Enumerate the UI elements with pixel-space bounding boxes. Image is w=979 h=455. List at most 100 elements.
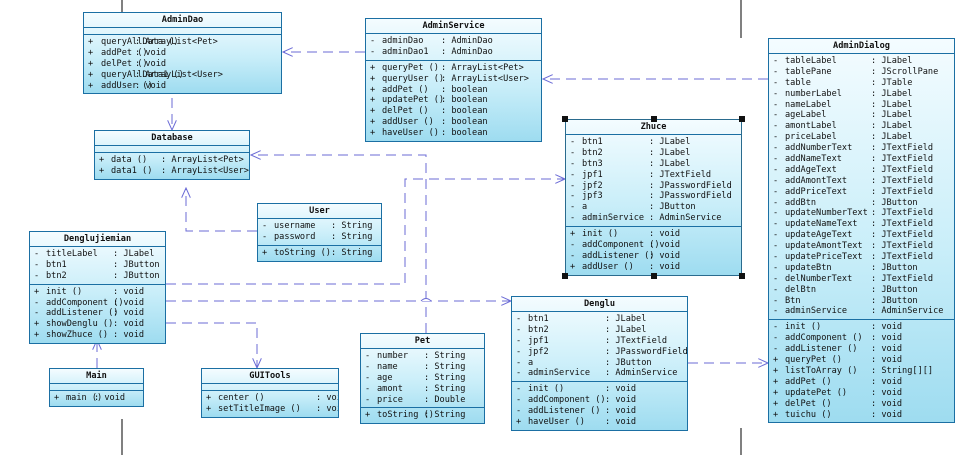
member-type: : void xyxy=(649,250,681,261)
member-type: : void xyxy=(649,240,681,251)
member-type: : void xyxy=(316,393,338,403)
visibility-marker: - xyxy=(773,333,779,344)
class-box-admindao[interactable]: AdminDao+queryAllData (): ArrayList<Pet>… xyxy=(83,12,282,95)
member-name: btn2 xyxy=(46,270,67,281)
member-type: : AdminDao xyxy=(441,46,493,57)
class-attribute-row: -jpf1: JTextField xyxy=(566,170,741,181)
class-box-adminservice[interactable]: AdminService-adminDao: AdminDao-adminDao… xyxy=(365,18,542,143)
member-name: btn3 xyxy=(582,158,603,169)
class-attribute-row: -delBtn: JButton xyxy=(769,285,954,296)
member-name: addListener () xyxy=(785,344,858,355)
class-attribute-row: -jpf2: JPasswordField xyxy=(512,347,687,358)
visibility-marker: + xyxy=(516,417,522,428)
class-attrs-section xyxy=(50,384,143,391)
class-operation-row: -addComponent (): void xyxy=(566,240,741,251)
selection-handle[interactable] xyxy=(562,273,568,279)
class-box-guitools[interactable]: GUITools+center (): void+setTitleImage (… xyxy=(201,368,339,418)
visibility-marker: - xyxy=(370,46,376,57)
visibility-marker: - xyxy=(773,306,779,317)
member-name: Btn xyxy=(785,295,801,306)
selection-handle[interactable] xyxy=(739,116,745,122)
member-type: : JTextField xyxy=(871,143,934,154)
class-box-denglu[interactable]: Denglu-btn1: JLabel-btn2: JLabel-jpf1: J… xyxy=(511,296,688,431)
class-box-admindialog[interactable]: AdminDialog-tableLabel: JLabel-tablePane… xyxy=(768,38,955,424)
member-name: table xyxy=(785,77,811,88)
class-attribute-row: -delNumberText: JTextField xyxy=(769,274,954,285)
member-type: : String xyxy=(331,221,373,231)
class-box-denglujiemian[interactable]: Denglujiemian -titleLabel: JLabel-btn1: J… xyxy=(29,231,166,345)
member-name: data () xyxy=(111,155,148,165)
class-attribute-row: -tableLabel: JLabel xyxy=(769,56,954,67)
member-type: : JTextField xyxy=(871,252,934,263)
class-box-zhuce[interactable]: Zhuce-btn1: JLabel-btn2: JLabel-btn3: JL… xyxy=(565,119,742,276)
visibility-marker: - xyxy=(516,314,522,324)
class-attribute-row: -numberLabel: JLabel xyxy=(769,89,954,100)
member-name: btn1 xyxy=(528,314,549,324)
visibility-marker: + xyxy=(370,117,376,128)
member-name: updateAgeText xyxy=(785,230,853,241)
visibility-marker: - xyxy=(570,180,576,191)
class-name: Denglujiemian xyxy=(30,232,165,247)
member-name: username xyxy=(274,221,316,231)
member-name: jpf3 xyxy=(582,191,603,202)
visibility-marker: - xyxy=(262,221,268,231)
class-box-user[interactable]: User-username: String-password: String+t… xyxy=(257,203,382,262)
member-type: : JLabel xyxy=(871,110,913,121)
class-attribute-row: -btn1: JButton xyxy=(30,260,165,271)
class-attribute-row: -amont: String xyxy=(361,384,484,395)
visibility-marker: - xyxy=(365,394,371,405)
class-operation-row: +addPet (): boolean xyxy=(366,85,541,96)
class-operation-row: +addUser (): boolean xyxy=(366,117,541,128)
class-name: Zhuce xyxy=(566,120,741,135)
selection-handle[interactable] xyxy=(650,273,657,279)
member-name: btn1 xyxy=(582,137,603,147)
class-attribute-row: -adminService: AdminService xyxy=(769,306,954,317)
class-operation-row: +addUser (): void xyxy=(84,81,281,92)
class-operation-row: +toString (): String xyxy=(361,410,484,421)
class-attribute-row: -updateAgeText: JTextField xyxy=(769,230,954,241)
visibility-marker: - xyxy=(773,219,779,230)
class-attribute-row: -titleLabel: JLabel xyxy=(30,249,165,260)
member-name: haveUser () xyxy=(528,417,585,428)
member-type: : JTextField xyxy=(871,154,934,165)
member-name: updateAmontText xyxy=(785,241,863,252)
class-ops-section: +init (): void-addComponent (): void-add… xyxy=(566,227,741,275)
member-type: : ArrayList<Pet> xyxy=(161,155,244,165)
class-attribute-row: -addPriceText: JTextField xyxy=(769,187,954,198)
visibility-marker: - xyxy=(34,270,40,281)
class-operation-row: -addComponent (): void xyxy=(30,298,165,309)
member-name: init () xyxy=(582,229,619,240)
class-attribute-row: -name: String xyxy=(361,362,484,373)
member-name: queryPet () xyxy=(382,62,439,73)
selection-handle[interactable] xyxy=(739,273,745,279)
class-attribute-row: -adminDao1: AdminDao xyxy=(366,47,541,58)
member-type: : String xyxy=(331,231,373,242)
member-name: updateNameText xyxy=(785,219,858,230)
class-box-pet[interactable]: Pet-number: String-name: String-age: Str… xyxy=(360,333,485,425)
visibility-marker: - xyxy=(773,322,779,333)
member-name: adminService xyxy=(582,213,645,224)
member-name: delNumberText xyxy=(785,273,853,284)
visibility-marker: + xyxy=(365,410,371,421)
class-name: User xyxy=(258,204,381,219)
visibility-marker: - xyxy=(773,88,779,99)
visibility-marker: - xyxy=(773,66,779,77)
member-name: nameLabel xyxy=(785,99,832,110)
selection-handle[interactable] xyxy=(562,116,568,122)
class-operation-row: +queryPet (): ArrayList<Pet> xyxy=(366,63,541,74)
member-name: toString () xyxy=(274,247,331,258)
class-attribute-row: -password: String xyxy=(258,232,381,243)
class-ops-section: +center (): void+setTitleImage (): void xyxy=(202,391,338,417)
visibility-marker: - xyxy=(773,344,779,355)
member-type: : JButton xyxy=(871,295,918,306)
class-attribute-row: -addNameText: JTextField xyxy=(769,154,954,165)
member-type: : JLabel xyxy=(605,324,647,335)
member-name: updatePet () xyxy=(382,95,445,106)
visibility-marker: - xyxy=(773,77,779,88)
class-box-database[interactable]: Database+data (): ArrayList<Pet>+data1 (… xyxy=(94,130,250,180)
selection-handle[interactable] xyxy=(650,116,657,122)
class-box-main[interactable]: Main+main (): void xyxy=(49,368,144,407)
member-name: password xyxy=(274,231,316,242)
class-operation-row: +queryPet (): void xyxy=(769,355,954,366)
